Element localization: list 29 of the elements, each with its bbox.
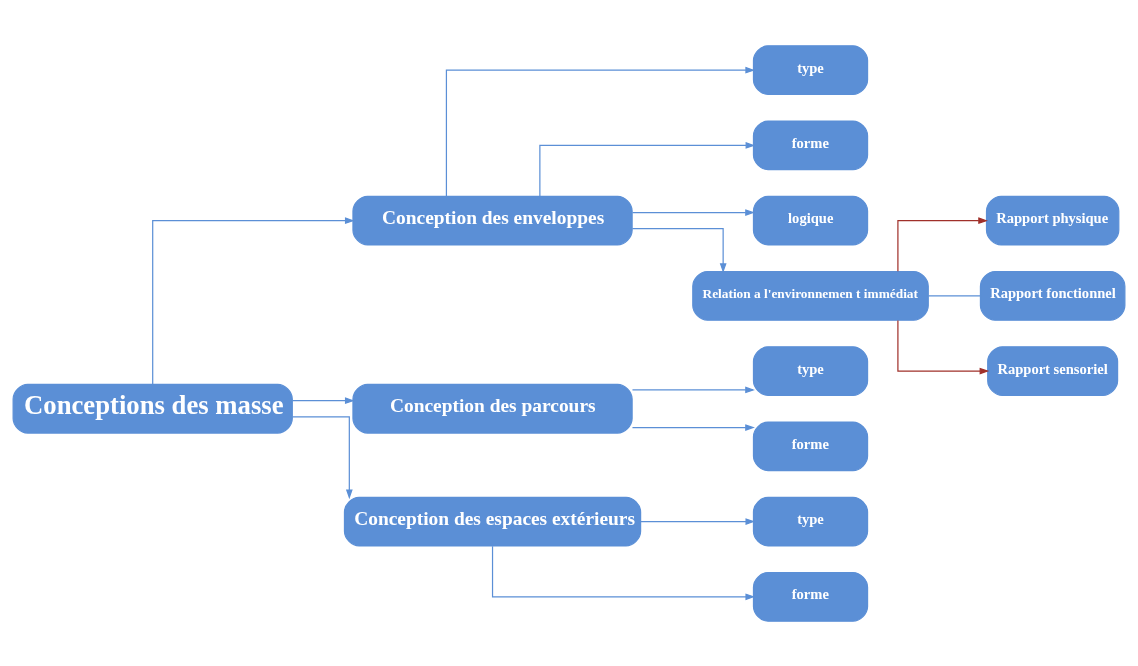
- node-box: forme: [752, 120, 869, 170]
- arrow: [152, 216, 355, 385]
- arrow: [897, 216, 988, 272]
- node-box: type: [752, 345, 869, 396]
- node-box: forme: [752, 421, 869, 471]
- arrow: [631, 423, 755, 431]
- arrow: [291, 415, 353, 499]
- node-box: Relation a l'environnemen t immédiat: [692, 270, 929, 321]
- arrow: [291, 396, 355, 404]
- arrow: [631, 208, 755, 216]
- node-box: Rapport fonctionnel: [979, 270, 1126, 321]
- arrow: [491, 545, 756, 600]
- node-box: logique: [752, 195, 869, 245]
- node-box: Conception des espaces extérieurs: [343, 496, 642, 546]
- node-box: Rapport sensoriel: [987, 345, 1119, 396]
- connector: [927, 294, 981, 296]
- node-box: forme: [752, 571, 869, 622]
- arrow: [445, 66, 756, 197]
- arrow: [631, 386, 755, 393]
- node-box: type: [752, 44, 869, 95]
- node-box: Conception des enveloppes: [352, 195, 633, 245]
- node-box: type: [752, 496, 869, 546]
- node-box: Rapport physique: [985, 195, 1120, 245]
- arrow: [640, 517, 756, 525]
- node-box: Conceptions des masse: [12, 383, 293, 434]
- arrow: [631, 227, 727, 273]
- arrow: [539, 141, 756, 197]
- arrow: [897, 319, 990, 375]
- node-box: Conception des parcours: [352, 383, 633, 434]
